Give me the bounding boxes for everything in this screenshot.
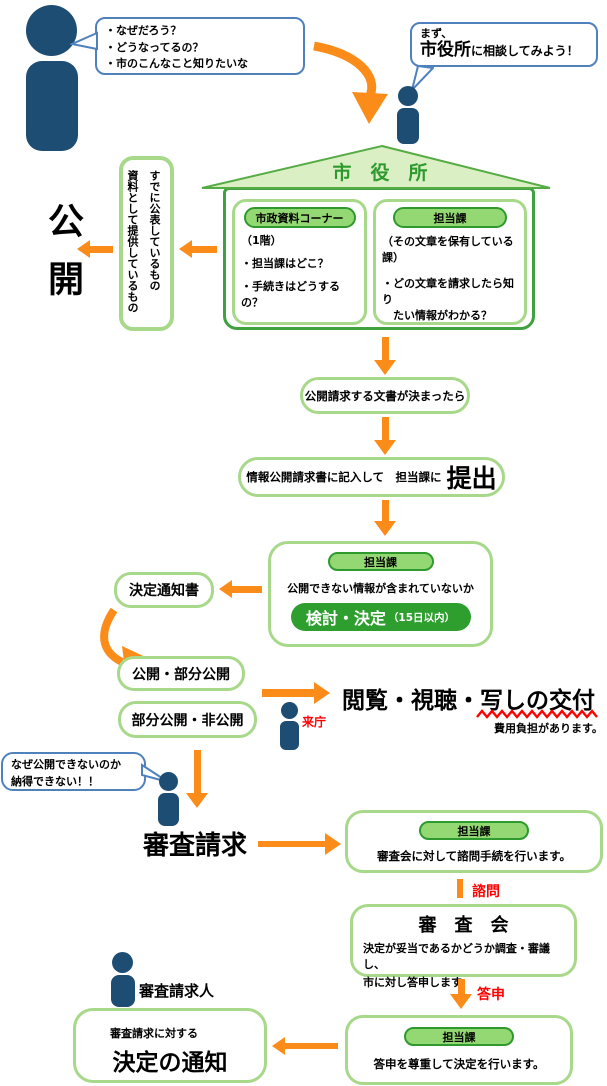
- shimon-line-icon: [457, 879, 463, 898]
- consult-curved-arrow-icon: [313, 41, 388, 124]
- person-head-icon: [26, 5, 77, 56]
- toshin-text: 答申を尊重して決定を行います。: [373, 1057, 545, 1071]
- question-bubble-tail-icon: [70, 31, 98, 51]
- review-question: 公開できない情報が含まれていないか: [287, 582, 474, 595]
- house-dept-pill: 担当課: [393, 207, 507, 228]
- toshin-label: 答申: [477, 987, 505, 1003]
- dept-note: （その文章を保有している課）: [382, 235, 514, 264]
- consult-bubble: まず、 市役所に相談してみよう！: [410, 22, 598, 67]
- requester-person-icon: [111, 952, 135, 1007]
- shimon-box: 担当課 審査会に対して諮問手続を行います。: [345, 810, 603, 873]
- arrow-review-to-notice-icon: [219, 580, 262, 598]
- person-body-icon: [158, 793, 179, 826]
- arrow-criteria-to-publish-icon: [77, 240, 113, 258]
- info-corner-box: 市政資料コーナー （1階） ・担当課はどこ？ ・手続きはどうするの？: [232, 199, 367, 325]
- step2-pill: 情報公開請求書に記入して 担当課に 提出: [238, 457, 505, 497]
- arrow-results-to-view-icon: [262, 682, 330, 704]
- asker-person-icon: [26, 5, 78, 151]
- shimon-dept-pill: 担当課: [419, 821, 529, 840]
- visit-label: 来庁: [302, 715, 327, 729]
- arrow-house-to-criteria-icon: [179, 240, 217, 258]
- council-box: 審 査 会 決定が妥当であるかどうか調査・審議し、 市に対し答申します。: [350, 904, 577, 989]
- final-title: 決定の通知: [112, 1050, 228, 1076]
- cityhall-title: 市 役 所: [332, 162, 428, 184]
- complaint-line: なぜ公開できないのか: [11, 758, 121, 771]
- person-body-icon: [280, 721, 299, 750]
- info-corner-floor: （1階）: [241, 234, 282, 247]
- submit-emphasis: 提出: [446, 464, 497, 493]
- info-corner-pill: 市政資料コーナー: [243, 207, 356, 228]
- house-dept-box: 担当課 （その文章を保有している課） ・どの文章を請求したら知り たい情報がわか…: [373, 199, 527, 325]
- arrow-step2-to-review-icon: [374, 500, 396, 536]
- arrow-dept-to-final-icon: [272, 1037, 338, 1055]
- consult-suffix: に相談してみよう！: [471, 44, 579, 59]
- publish-criteria-box: すでに公表しているもの 資料として提供しているもの: [119, 156, 174, 331]
- shimon-label: 諮問: [472, 884, 500, 900]
- person-head-icon: [398, 86, 418, 106]
- question-bubble: ・なぜだろう？ ・どうなってるの？ ・市のこんなこと知りたいな: [95, 17, 305, 75]
- result-closed-pill: 部分公開・非公開: [118, 701, 257, 738]
- arrow-house-to-step1-icon: [374, 337, 396, 375]
- arrow-results-to-appeal-icon: [186, 750, 208, 808]
- final-box: 審査請求に対する 決定の通知: [73, 1008, 267, 1083]
- consult-prefix: まず、: [420, 27, 453, 40]
- person-head-icon: [112, 952, 133, 973]
- question-line: ・なぜだろう？: [105, 24, 182, 37]
- cityhall-roof-icon: [201, 144, 551, 189]
- info-corner-item: ・担当課はどこ？: [241, 257, 329, 270]
- consult-bubble-tail-icon: [410, 64, 434, 92]
- fee-note: 費用負担があります。: [494, 722, 603, 735]
- review-action: 検討・決定: [305, 609, 386, 628]
- step1-pill: 公開請求する文書が決まったら: [300, 377, 470, 414]
- consult-emphasis: 市役所: [420, 40, 471, 61]
- requester-label: 審査請求人: [139, 982, 215, 1000]
- person-body-icon: [26, 61, 78, 151]
- arrow-step1-to-step2-icon: [374, 417, 396, 455]
- complaint-bubble: なぜ公開できないのか 納得できない！！: [1, 752, 146, 791]
- info-corner-item: ・手続きはどうするの？: [241, 280, 340, 309]
- question-line: ・市のこんなこと知りたいな: [105, 57, 248, 70]
- person-head-icon: [281, 702, 298, 719]
- result-open-pill: 公開・部分公開: [117, 656, 245, 691]
- review-dept-pill: 担当課: [327, 552, 434, 571]
- step2-text: 情報公開請求書に記入して 担当課に: [246, 470, 442, 484]
- review-box: 担当課 公開できない情報が含まれていないか 検討・決定 （15日以内）: [268, 541, 493, 647]
- publish-label: 公開: [42, 202, 83, 318]
- question-line: ・どうなってるの？: [105, 40, 204, 54]
- dept-item: ・どの文章を請求したら知り: [382, 277, 514, 306]
- criteria-line: 資料として提供しているもの: [126, 170, 139, 313]
- council-title: 審 査 会: [418, 915, 509, 936]
- arrow-appeal-to-dept-icon: [258, 833, 341, 855]
- criteria-line: すでに公表しているもの: [148, 170, 161, 291]
- review-period: （15日以内）: [387, 611, 456, 624]
- toshin-box: 担当課 答申を尊重して決定を行います。: [345, 1015, 573, 1085]
- council-line: 決定が妥当であるかどうか調査・審議し、: [363, 942, 550, 971]
- appeal-title: 審査請求: [143, 831, 248, 861]
- final-subtitle: 審査請求に対する: [110, 1027, 198, 1040]
- review-action-badge: 検討・決定 （15日以内）: [290, 603, 471, 631]
- complaint-line: 納得できない！！: [11, 774, 99, 788]
- notice-pill: 決定通知書: [114, 572, 214, 608]
- view-title: 閲覧・視聴・写しの交付: [342, 688, 595, 714]
- arrow-council-to-dept-icon: [450, 979, 472, 1009]
- consult-person-icon: [397, 86, 419, 144]
- toshin-dept-pill: 担当課: [404, 1027, 514, 1046]
- council-line: 市に対し答申します。: [363, 976, 472, 989]
- appeal-person-icon: [158, 772, 180, 826]
- person-head-icon: [159, 772, 178, 791]
- person-body-icon: [397, 108, 419, 144]
- shimon-text: 審査会に対して諮問手続を行います。: [376, 849, 571, 863]
- person-body-icon: [111, 975, 135, 1007]
- visit-person-icon: [280, 702, 300, 750]
- dept-item: たい情報がわかる？: [382, 309, 492, 322]
- fee-wavy-underline-icon: [476, 709, 598, 719]
